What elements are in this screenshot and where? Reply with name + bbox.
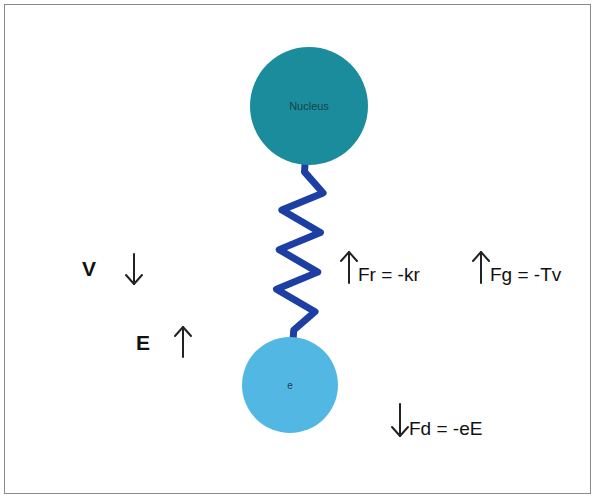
force-label: Fg = -Tv [490, 264, 561, 286]
node-text: e [287, 380, 293, 391]
velocity-arrow [126, 254, 142, 284]
spring-connector [276, 162, 323, 340]
field-label: E [136, 331, 150, 355]
restoring-force-arrow [341, 252, 357, 283]
force-label: Fr = -kr [358, 264, 420, 286]
node-text: Nucleus [289, 100, 329, 112]
frame [5, 5, 591, 494]
velocity-label: V [82, 257, 96, 281]
nucleus-circle: Nucleus [250, 47, 368, 165]
field-arrow [175, 327, 191, 357]
damping-force-arrow [473, 252, 489, 283]
force-label: Fd = -eE [409, 418, 482, 440]
electron-circle: e [242, 337, 338, 433]
driving-force-arrow [392, 404, 408, 436]
